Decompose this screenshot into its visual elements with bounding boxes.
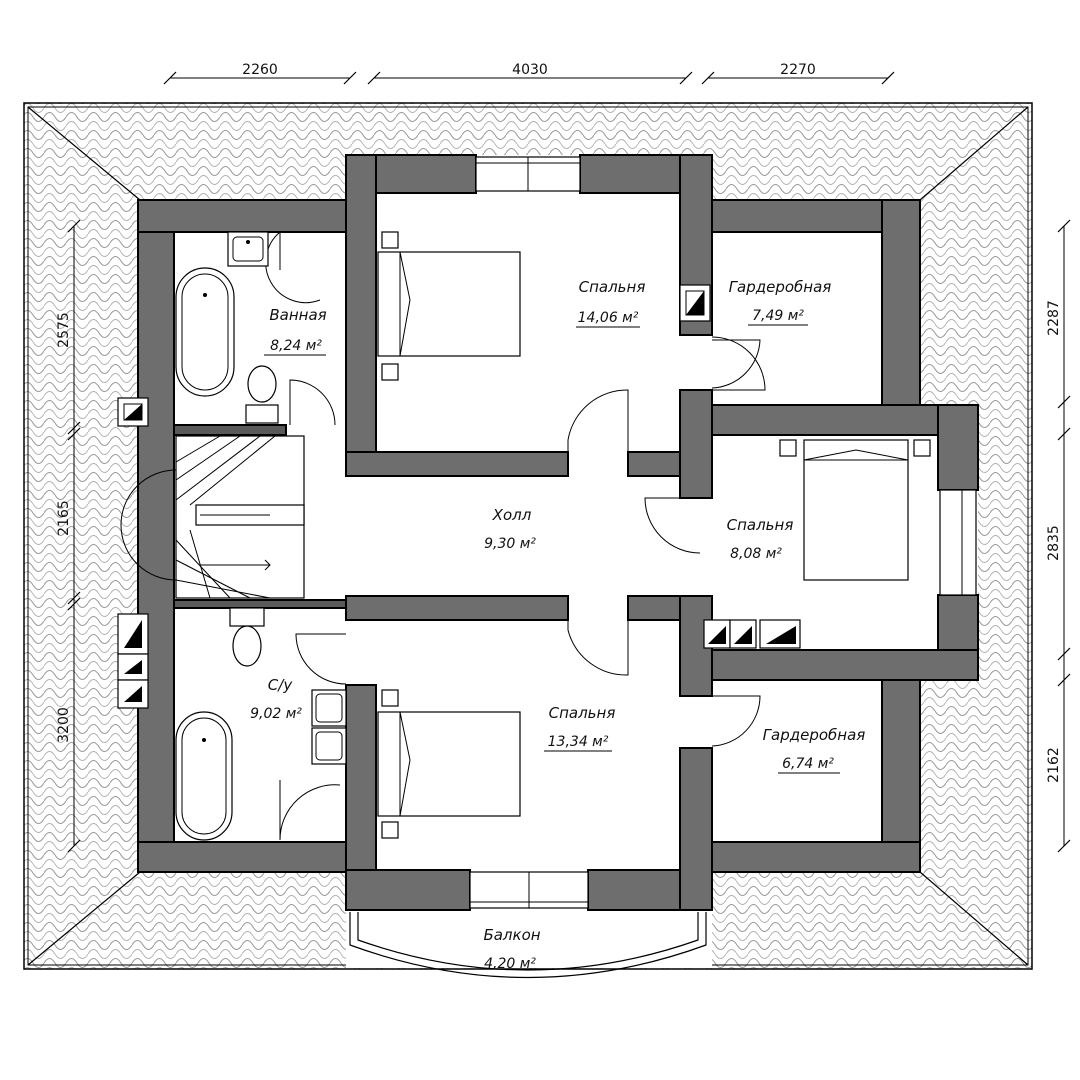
room-area: 6,74 м² bbox=[782, 756, 834, 772]
door-swing-icon bbox=[295, 633, 347, 685]
sink-icon bbox=[311, 689, 347, 765]
door-swing-icon bbox=[711, 695, 761, 747]
balcony bbox=[349, 912, 707, 979]
door-swing-icon bbox=[711, 339, 761, 389]
room-name: Балкон bbox=[483, 926, 540, 944]
staircase-icon bbox=[120, 435, 305, 599]
room-label-wardrobe-bottom: Гардеробная 6,74 м² bbox=[763, 726, 866, 774]
dimensions-right: 2287 2835 2162 bbox=[1046, 219, 1071, 853]
room-name: Гардеробная bbox=[729, 278, 832, 296]
walls bbox=[137, 154, 979, 911]
dimension-label: 2287 bbox=[1046, 300, 1062, 336]
room-label-balcony: Балкон 4,20 м² bbox=[483, 926, 540, 972]
room-name: Спальня bbox=[727, 516, 794, 534]
room-name: Гардеробная bbox=[763, 726, 866, 744]
door-swing-icon bbox=[644, 497, 701, 554]
window-top bbox=[475, 156, 581, 192]
room-area: 14,06 м² bbox=[578, 310, 639, 326]
room-name: С/у bbox=[268, 676, 294, 694]
dimension-label: 2270 bbox=[780, 62, 816, 78]
balcony-door bbox=[469, 871, 589, 909]
bathtub-icon bbox=[175, 711, 233, 841]
dimension-label: 3200 bbox=[56, 707, 72, 743]
bathtub-icon bbox=[175, 267, 235, 397]
room-name: Спальня bbox=[549, 704, 616, 722]
room-name: Спальня bbox=[579, 278, 646, 296]
dimension-label: 2835 bbox=[1046, 525, 1062, 561]
room-label-bedroom-top: Спальня 14,06 м² bbox=[576, 278, 646, 328]
door-swing-icon bbox=[567, 389, 629, 455]
window-right bbox=[939, 489, 977, 596]
toilet-icon bbox=[229, 607, 265, 667]
chimney-vent-icon bbox=[117, 613, 149, 709]
door-swings bbox=[265, 230, 766, 841]
room-label-bedroom-bottom: Спальня 13,34 м² bbox=[544, 704, 616, 752]
room-name: Холл bbox=[492, 506, 532, 524]
room-area: 8,08 м² bbox=[730, 546, 782, 562]
bed-icon bbox=[377, 689, 521, 839]
door-swing-icon bbox=[567, 620, 629, 676]
room-area: 13,34 м² bbox=[548, 734, 609, 750]
dimension-label: 4030 bbox=[512, 62, 548, 78]
room-label-hall: Холл 9,30 м² bbox=[484, 506, 536, 552]
chimney-vent-icon bbox=[679, 284, 711, 322]
dimension-label: 2162 bbox=[1046, 747, 1062, 783]
room-area: 9,30 м² bbox=[484, 536, 536, 552]
room-area: 4,20 м² bbox=[484, 956, 536, 972]
bed-icon bbox=[779, 439, 931, 581]
dimensions-top: 2260 4030 2270 bbox=[163, 62, 895, 85]
room-name: Ванная bbox=[269, 306, 326, 324]
dimensions-left: 2575 2165 3200 bbox=[56, 219, 81, 853]
toilet-icon bbox=[245, 365, 279, 424]
chimney-vent-icon bbox=[117, 397, 149, 427]
room-area: 9,02 м² bbox=[250, 706, 302, 722]
room-area: 7,49 м² bbox=[752, 308, 804, 324]
room-label-bathroom: Ванная 8,24 м² bbox=[264, 306, 327, 356]
room-label-wardrobe-top: Гардеробная 7,49 м² bbox=[729, 278, 832, 326]
dimension-label: 2260 bbox=[242, 62, 278, 78]
room-label-wc: С/у 9,02 м² bbox=[250, 676, 302, 722]
sink-icon bbox=[227, 231, 269, 267]
dimension-label: 2165 bbox=[56, 500, 72, 536]
chimney-vent-icon bbox=[703, 619, 801, 649]
room-label-bedroom-right: Спальня 8,08 м² bbox=[727, 516, 794, 562]
door-swing-icon bbox=[289, 379, 336, 426]
bed-icon bbox=[377, 231, 521, 381]
dimension-label: 2575 bbox=[56, 312, 72, 348]
room-area: 8,24 м² bbox=[270, 338, 322, 354]
